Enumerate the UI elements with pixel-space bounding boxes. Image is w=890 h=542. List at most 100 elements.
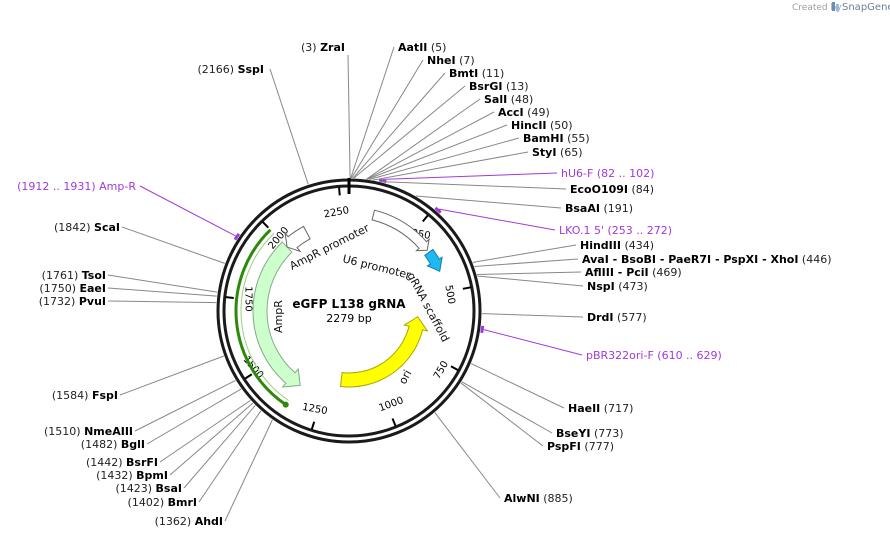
- site-position: (469): [649, 266, 682, 279]
- site-label[interactable]: HindIII (434): [580, 239, 654, 252]
- site-label[interactable]: BseYI (773): [556, 427, 624, 440]
- site-name[interactable]: AvaI: [582, 253, 609, 266]
- site-label[interactable]: SalI (48): [484, 93, 533, 106]
- site-name[interactable]: PspXI: [723, 253, 758, 266]
- site-position: (13): [502, 80, 528, 93]
- site-name[interactable]: ZraI: [320, 41, 345, 54]
- site-leader: [224, 419, 273, 522]
- site-label[interactable]: (1584) FspI: [52, 389, 118, 402]
- site-label[interactable]: (1842) ScaI: [54, 221, 120, 234]
- site-label[interactable]: HincII (50): [511, 119, 573, 132]
- site-label[interactable]: (3) ZraI: [301, 41, 345, 54]
- site-position: (777): [581, 440, 614, 453]
- site-label[interactable]: (1761) TsoI: [42, 269, 106, 282]
- site-name[interactable]: ScaI: [94, 221, 120, 234]
- tick-label: 750: [432, 359, 451, 381]
- site-label[interactable]: PspFI (777): [547, 440, 614, 453]
- site-label[interactable]: BsaAI (191): [565, 202, 633, 215]
- primer-mark: [233, 232, 241, 241]
- site-name[interactable]: HindIII: [580, 239, 621, 252]
- primer-mark: [480, 325, 485, 334]
- site-label[interactable]: HaeII (717): [568, 402, 633, 415]
- site-name[interactable]: BseYI: [556, 427, 590, 440]
- site-label[interactable]: (1482) BglI: [81, 438, 145, 451]
- primer-name[interactable]: LKO.1 5': [559, 224, 604, 237]
- site-name[interactable]: PciI: [626, 266, 648, 279]
- site-label[interactable]: (1732) PvuI: [39, 295, 106, 308]
- site-name[interactable]: BmrI: [168, 496, 197, 509]
- site-name[interactable]: PspFI: [547, 440, 581, 453]
- site-leader: [461, 381, 553, 434]
- site-label[interactable]: DrdI (577): [587, 311, 647, 324]
- site-label[interactable]: BamHI (55): [523, 132, 590, 145]
- site-name[interactable]: HaeII: [568, 402, 600, 415]
- site-label[interactable]: (1442) BsrFI: [86, 456, 158, 469]
- site-label[interactable]: AccI (49): [498, 106, 550, 119]
- site-name[interactable]: AhdI: [195, 515, 223, 528]
- site-name[interactable]: FspI: [92, 389, 118, 402]
- site-name[interactable]: NmeAIII: [84, 425, 133, 438]
- site-name[interactable]: AlwNI: [504, 492, 540, 505]
- site-name[interactable]: AatII: [398, 41, 427, 54]
- site-label[interactable]: (1362) AhdI: [155, 515, 223, 528]
- site-name[interactable]: AccI: [498, 106, 524, 119]
- site-label[interactable]: (1750) EaeI: [39, 282, 106, 295]
- site-label[interactable]: AlwNI (885): [504, 492, 573, 505]
- site-name[interactable]: EaeI: [80, 282, 107, 295]
- site-label[interactable]: (1510) NmeAIII: [44, 425, 133, 438]
- primer-label[interactable]: (1912 .. 1931) Amp-R: [17, 180, 136, 193]
- feature-ampr: [252, 241, 301, 388]
- site-name[interactable]: HincII: [511, 119, 547, 132]
- site-position: (773): [590, 427, 623, 440]
- site-position: (1510): [44, 425, 84, 438]
- site-name[interactable]: BglI: [121, 438, 145, 451]
- site-label[interactable]: StyI (65): [532, 146, 583, 159]
- site-name[interactable]: PvuI: [79, 295, 106, 308]
- site-name[interactable]: BsoBI: [621, 253, 656, 266]
- site-name[interactable]: EcoO109I: [570, 183, 628, 196]
- tick-mark: [421, 214, 429, 223]
- site-name[interactable]: NheI: [427, 54, 456, 67]
- site-label[interactable]: AatII (5): [398, 41, 446, 54]
- site-name[interactable]: BsaAI: [565, 202, 600, 215]
- site-position: (1482): [81, 438, 121, 451]
- site-label[interactable]: BsrGI (13): [469, 80, 529, 93]
- site-name[interactable]: BmtI: [449, 67, 478, 80]
- site-leader: [269, 68, 309, 185]
- primer-name[interactable]: Amp-R: [99, 180, 136, 193]
- site-name[interactable]: SspI: [238, 63, 264, 76]
- site-label[interactable]: AvaI - BsoBI - PaeR7I - PspXI - XhoI (44…: [582, 253, 832, 266]
- site-position: (1842): [54, 221, 94, 234]
- site-name[interactable]: TsoI: [82, 269, 106, 282]
- site-name[interactable]: BsrFI: [126, 456, 158, 469]
- primer-name[interactable]: hU6-F: [561, 167, 593, 180]
- site-position: (1584): [52, 389, 92, 402]
- site-name[interactable]: XhoI: [770, 253, 798, 266]
- site-name[interactable]: DrdI: [587, 311, 614, 324]
- site-label[interactable]: BmtI (11): [449, 67, 504, 80]
- site-name[interactable]: StyI: [532, 146, 556, 159]
- site-label[interactable]: (1402) BmrI: [128, 496, 197, 509]
- primer-label[interactable]: hU6-F (82 .. 102): [561, 167, 654, 180]
- site-name[interactable]: BsaI: [156, 482, 182, 495]
- primer-name[interactable]: pBR322ori-F: [586, 349, 654, 362]
- site-name[interactable]: AflIII: [585, 266, 614, 279]
- site-label[interactable]: NheI (7): [427, 54, 475, 67]
- primer-label[interactable]: pBR322ori-F (610 .. 629): [586, 349, 722, 362]
- site-label[interactable]: EcoO109I (84): [570, 183, 654, 196]
- site-name[interactable]: BpmI: [136, 469, 168, 482]
- site-name[interactable]: NspI: [587, 280, 615, 293]
- site-name[interactable]: BsrGI: [469, 80, 502, 93]
- site-name[interactable]: BamHI: [523, 132, 564, 145]
- site-label[interactable]: NspI (473): [587, 280, 648, 293]
- primer-label[interactable]: LKO.1 5' (253 .. 272): [559, 224, 672, 237]
- primer-range: (253 .. 272): [604, 224, 672, 237]
- site-leader: [350, 46, 395, 179]
- site-label[interactable]: (1423) BsaI: [115, 482, 182, 495]
- site-label[interactable]: (1432) BpmI: [96, 469, 168, 482]
- feature-ori: [339, 316, 429, 388]
- site-label[interactable]: (2166) SspI: [197, 63, 264, 76]
- site-name[interactable]: SalI: [484, 93, 507, 106]
- site-name[interactable]: PaeR7I: [668, 253, 711, 266]
- site-label[interactable]: AflIII - PciI (469): [585, 266, 682, 279]
